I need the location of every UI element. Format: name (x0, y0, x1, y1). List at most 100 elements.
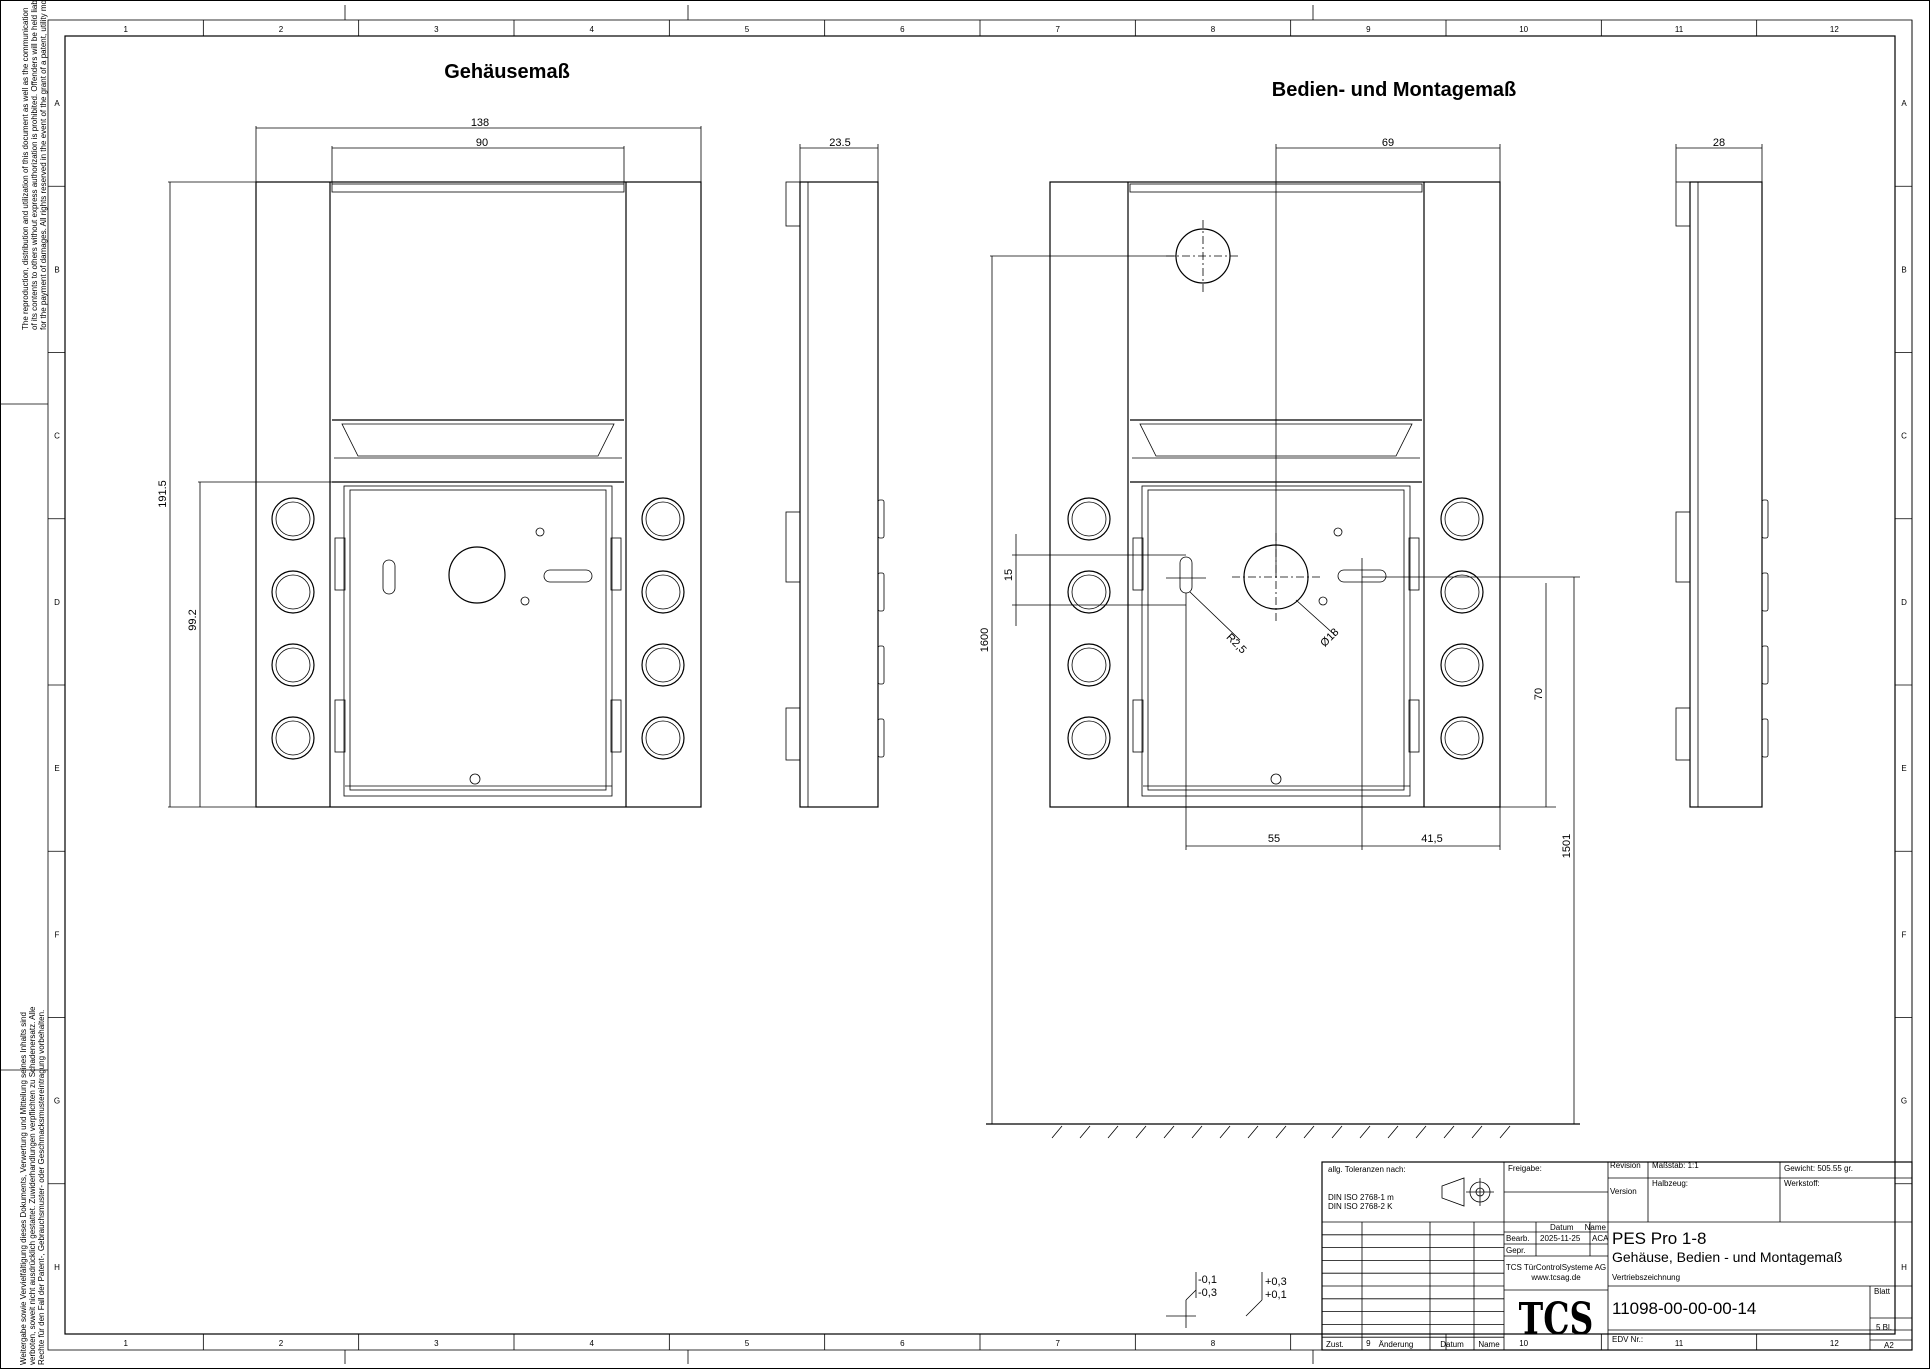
grid-row-C-left: C (54, 432, 60, 441)
title-block: allg. Toleranzen nach: DIN ISO 2768-1 m … (1321, 1161, 1913, 1351)
dim-55: 55 (1268, 833, 1280, 845)
grid-column-9-bottom: 9 (1366, 1339, 1371, 1348)
change-name-label: Name (1478, 1340, 1500, 1349)
grid-column-8-bottom: 8 (1211, 1339, 1216, 1348)
tol-minus-lower: -0,3 (1198, 1287, 1217, 1299)
grid-column-2-bottom: 2 (279, 1339, 284, 1348)
revision-label: Revision (1610, 1161, 1641, 1170)
scale-label: Maßstab: 1:1 (1652, 1161, 1699, 1170)
button-hole-2-1 (1440, 497, 1484, 541)
grid-row-D-right: D (1901, 598, 1907, 607)
button-hole-1-2 (1067, 570, 1111, 614)
grid-row-F-right: F (1902, 930, 1907, 939)
name-col: Name (1585, 1223, 1607, 1232)
product-description: Gehäuse, Bedien - und Montagemaß (1612, 1249, 1842, 1265)
grid-column-4-top: 4 (589, 25, 594, 34)
dim-1501: 1501 (1561, 834, 1573, 858)
button-hole-1-3 (1067, 643, 1111, 687)
grid-column-10-top: 10 (1519, 25, 1528, 34)
button-hole-1-1 (271, 497, 315, 541)
tol-plus-upper: +0,3 (1265, 1276, 1287, 1288)
tol-minus-upper: -0,1 (1198, 1274, 1217, 1286)
grid-row-G-left: G (54, 1097, 60, 1106)
sheet-label: Blatt (1874, 1287, 1891, 1296)
dim-70: 70 (1533, 688, 1545, 700)
title-operating: Bedien- und Montagemaß (1272, 79, 1516, 101)
grid-row-C-right: C (1901, 432, 1907, 441)
grid-column-7-top: 7 (1055, 25, 1060, 34)
tolerance-std1: DIN ISO 2768-1 m (1328, 1193, 1394, 1202)
grid-row-F-left: F (55, 930, 60, 939)
button-holes-right-view (1067, 497, 1484, 760)
button-hole-2-4 (641, 716, 685, 760)
grid-column-6-bottom: 6 (900, 1339, 905, 1348)
button-hole-1-1 (1067, 497, 1111, 541)
date-col: Datum (1550, 1223, 1574, 1232)
drawn-label: Bearb. (1506, 1234, 1530, 1243)
side-note-lower-3: Rechte für den Fall der Patent-, Gebrauc… (37, 1010, 46, 1365)
dim-138: 138 (471, 117, 489, 129)
side-note-upper-1: The reproduction, distribution and utili… (21, 8, 30, 330)
semi-finished-label: Halbzeug: (1652, 1179, 1688, 1188)
operating-dimensions: 69 1600 15 R2,5 Ø18 70 55 41,5 1501 (979, 137, 1580, 1139)
button-hole-1-4 (271, 716, 315, 760)
company-name: TCS TürControlSysteme AG (1506, 1263, 1606, 1272)
side-note-lower: Weitergabe sowie Vervielfältigung dieses… (19, 1006, 46, 1365)
grid-row-H-left: H (54, 1263, 60, 1272)
version-label: Version (1610, 1187, 1637, 1196)
button-hole-1-3 (271, 643, 315, 687)
checked-label: Gepr. (1506, 1246, 1526, 1255)
side-note-lower-2: verboten, soweit nicht ausdrücklich gest… (28, 1006, 37, 1365)
release-label: Freigabe: (1508, 1164, 1542, 1173)
grid-column-10-bottom: 10 (1519, 1339, 1528, 1348)
product-name: PES Pro 1-8 (1612, 1229, 1707, 1248)
side-note-lower-1: Weitergabe sowie Vervielfältigung dieses… (19, 1012, 28, 1365)
tolerance-std2: DIN ISO 2768-2 K (1328, 1202, 1393, 1211)
button-hole-2-3 (641, 643, 685, 687)
grid-column-3-top: 3 (434, 25, 439, 34)
grid-column-6-top: 6 (900, 25, 905, 34)
side-note-upper-3: for the payment of damages. All rights r… (39, 0, 48, 330)
tolerance-symbols: -0,1 -0,3 +0,3 +0,1 (1166, 1272, 1287, 1328)
material-label: Werkstoff: (1784, 1179, 1820, 1188)
dim-69: 69 (1382, 137, 1394, 149)
grid-row-D-left: D (54, 598, 60, 607)
grid-column-3-bottom: 3 (434, 1339, 439, 1348)
zust-label: Zust. (1326, 1340, 1344, 1349)
button-hole-2-1 (641, 497, 685, 541)
housing-side-view: 23.5 (785, 137, 885, 808)
grid-column-2-top: 2 (279, 25, 284, 34)
edv-label: EDV Nr.: (1612, 1335, 1643, 1344)
drawing-number: 11098-00-00-00-14 (1612, 1299, 1756, 1318)
dim-23-5: 23.5 (829, 137, 850, 149)
weight-label: Gewicht: 505.55 gr. (1784, 1164, 1853, 1173)
grid-column-11-bottom: 11 (1675, 1339, 1684, 1348)
side-note-upper: The reproduction, distribution and utili… (21, 0, 48, 330)
grid-column-11-top: 11 (1675, 25, 1684, 34)
grid-column-1-top: 1 (123, 25, 128, 34)
dim-15: 15 (1003, 569, 1015, 581)
tol-plus-lower: +0,1 (1265, 1289, 1287, 1301)
tcs-logo: TCS (1519, 1293, 1594, 1345)
grid-column-7-bottom: 7 (1055, 1339, 1060, 1348)
grid-column-5-top: 5 (745, 25, 750, 34)
grid-column-5-bottom: 5 (745, 1339, 750, 1348)
grid-row-A-right: A (1901, 99, 1907, 108)
grid-column-12-bottom: 12 (1830, 1339, 1839, 1348)
sheet-count: 5 Bl. (1876, 1323, 1892, 1332)
grid-row-B-right: B (1901, 265, 1906, 274)
dim-90: 90 (476, 137, 488, 149)
button-hole-1-4 (1067, 716, 1111, 760)
side-note-upper-2: of its contents to others without expres… (30, 0, 39, 330)
dim-99-2: 99.2 (187, 609, 199, 630)
button-hole-1-2 (271, 570, 315, 614)
button-hole-2-2 (1440, 570, 1484, 614)
housing-dimensions: 138 90 191.5 99.2 (157, 117, 702, 808)
title-housing: Gehäusemaß (444, 61, 570, 83)
dim-41-5: 41,5 (1421, 833, 1442, 845)
housing-front-view (255, 181, 702, 808)
company-website: www.tcsag.de (1530, 1273, 1581, 1282)
